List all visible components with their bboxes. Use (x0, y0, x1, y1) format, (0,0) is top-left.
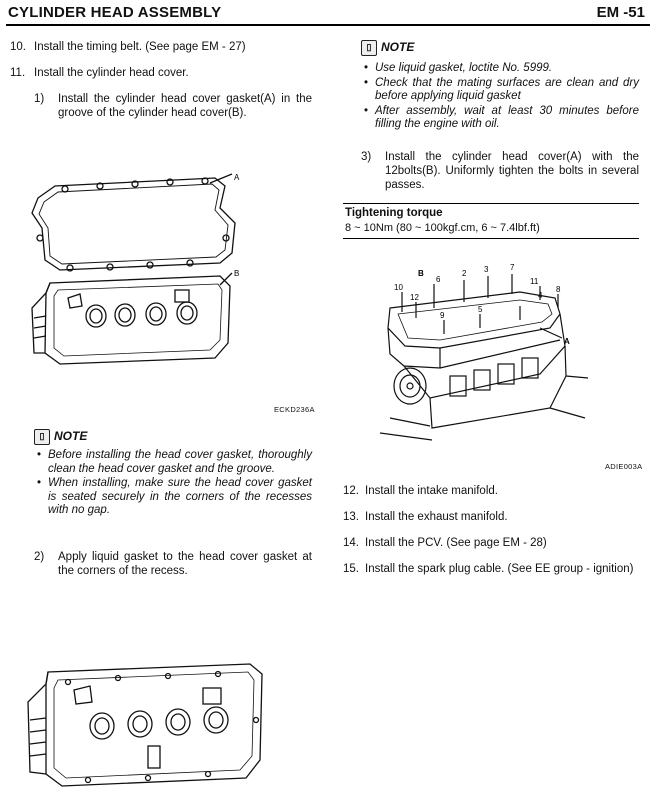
bolt-number: 9 (440, 311, 445, 320)
step-text: Install the exhaust manifold. (365, 511, 508, 523)
substep-text: Apply liquid gasket to the head cover ga… (58, 551, 312, 577)
step-11: 11. Install the cylinder head cover. (10, 66, 320, 80)
step-text: Install the intake manifold. (365, 485, 498, 497)
substep-text: Install the cylinder head cover gasket(A… (58, 93, 312, 119)
bolt-number: 4 (538, 291, 543, 300)
bolt-number: 5 (478, 305, 483, 314)
figure-label-b: B (418, 269, 424, 278)
note-left: ▯ NOTE Before installing the head cover … (34, 429, 312, 519)
figure-caption: ADIE003A (605, 462, 643, 471)
bolt-number: 2 (462, 269, 467, 278)
substep-3: 3) Install the cylinder head cover(A) wi… (361, 150, 639, 192)
step-number: 14. (343, 537, 359, 549)
torque-value: 8 ~ 10Nm (80 ~ 100kgf.cm, 6 ~ 7.4lbf.ft) (345, 222, 540, 234)
torque-top-rule (343, 203, 639, 205)
note-item: Check that the mating surfaces are clean… (361, 77, 639, 104)
step-number: 10. (10, 41, 26, 53)
step-15: 15. Install the spark plug cable. (See E… (343, 562, 648, 576)
bolt-number: 12 (410, 293, 419, 302)
step-number: 12. (343, 485, 359, 497)
note-title: NOTE (381, 40, 415, 55)
step-14: 14. Install the PCV. (See page EM - 28) (343, 536, 643, 550)
step-text: Install the spark plug cable. (See EE gr… (365, 563, 634, 575)
substep-2: 2) Apply liquid gasket to the head cover… (34, 550, 312, 578)
note-header: ▯ NOTE (361, 40, 639, 56)
note-title: NOTE (54, 429, 88, 444)
step-number: 13. (343, 511, 359, 523)
torque-bottom-rule (343, 238, 639, 240)
substep-1: 1) Install the cylinder head cover gaske… (34, 92, 312, 120)
bolt-number: 8 (556, 285, 561, 294)
step-number: 15. (343, 563, 359, 575)
step-text: Install the timing belt. (See page EM - … (34, 41, 246, 53)
bolt-number: 6 (436, 275, 441, 284)
note-item: After assembly, wait at least 30 minutes… (361, 105, 639, 132)
figure-label-a: A (564, 337, 570, 346)
figure-label-b: B (234, 269, 239, 278)
header-rule (6, 24, 650, 26)
note-list: Use liquid gasket, loctite No. 5999. Che… (361, 62, 639, 132)
substep-number: 1) (34, 93, 45, 105)
note-book-icon: ▯ (34, 429, 50, 445)
figure-gasket-cover: A B (31, 173, 240, 365)
figure-engine-bolts: 10 6 12 2 3 7 9 5 11 4 8 B A (379, 263, 589, 441)
step-10: 10. Install the timing belt. (See page E… (10, 40, 320, 54)
bolt-number: 3 (484, 265, 489, 274)
bolt-number: 11 (530, 277, 539, 286)
step-number: 11. (10, 67, 26, 79)
bolt-number: 7 (510, 263, 515, 272)
substep-text: Install the cylinder head cover(A) with … (385, 151, 639, 191)
torque-title: Tightening torque (345, 207, 443, 219)
note-list: Before installing the head cover gasket,… (34, 449, 312, 518)
note-header: ▯ NOTE (34, 429, 312, 445)
note-book-icon: ▯ (361, 40, 377, 56)
note-item: When installing, make sure the head cove… (34, 477, 312, 518)
page-number: EM -51 (596, 4, 645, 21)
step-text: Install the PCV. (See page EM - 28) (365, 537, 547, 549)
note-item: Use liquid gasket, loctite No. 5999. (361, 62, 639, 76)
figure-label-a: A (234, 173, 240, 182)
step-12: 12. Install the intake manifold. (343, 484, 643, 498)
page-title: CYLINDER HEAD ASSEMBLY (8, 4, 222, 21)
substep-number: 3) (361, 151, 372, 163)
figure-head-cover (27, 663, 263, 787)
bolt-number: 10 (394, 283, 403, 292)
figure-caption: ECKD236A (274, 405, 315, 414)
step-13: 13. Install the exhaust manifold. (343, 510, 643, 524)
step-text: Install the cylinder head cover. (34, 67, 189, 79)
substep-number: 2) (34, 551, 45, 563)
note-item: Before installing the head cover gasket,… (34, 449, 312, 476)
note-right: ▯ NOTE Use liquid gasket, loctite No. 59… (361, 40, 639, 133)
